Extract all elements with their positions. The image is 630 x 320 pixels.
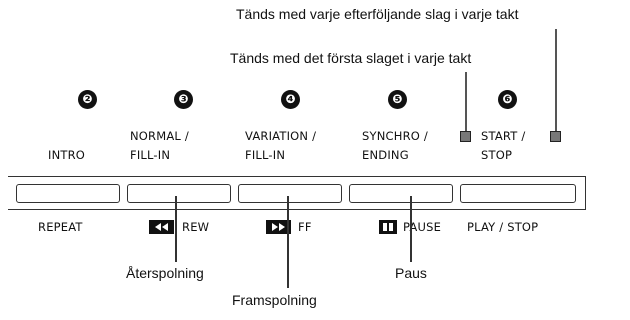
number-6-badge: ❻ <box>498 90 517 109</box>
number-3-badge: ❸ <box>174 90 193 109</box>
subsequent-beat-leader-line <box>555 29 557 131</box>
start-stop-play-button[interactable] <box>460 184 576 203</box>
fast-forward-icon <box>266 220 291 234</box>
pause-leader-line <box>410 196 412 262</box>
subsequent-beat-led <box>550 131 561 142</box>
rewind-leader-line <box>175 196 177 262</box>
first-beat-leader-line <box>465 72 467 131</box>
variation-fill-in-ff-button[interactable] <box>238 184 342 203</box>
variation-fill-in-label: VARIATION / FILL-IN <box>245 128 316 163</box>
synchro-label-line2: ENDING <box>362 148 409 162</box>
rew-label: REW <box>182 220 210 234</box>
pause-label: PAUSE <box>403 220 442 234</box>
normal-label-line1: NORMAL / <box>130 129 189 143</box>
button-strip-frame <box>8 176 586 210</box>
fast-forward-annotation: Framspolning <box>232 292 317 308</box>
ff-label: FF <box>298 220 312 234</box>
pause-icon <box>379 220 397 234</box>
normal-label-line2: FILL-IN <box>130 148 171 162</box>
play-stop-label: PLAY / STOP <box>467 220 539 234</box>
start-stop-label: START / STOP <box>481 128 525 163</box>
variation-label-line1: VARIATION / <box>245 129 317 143</box>
variation-label-line2: FILL-IN <box>245 148 286 162</box>
number-2-badge: ❷ <box>78 90 97 109</box>
start-label-line2: STOP <box>481 148 513 162</box>
synchro-ending-pause-button[interactable] <box>349 184 453 203</box>
normal-fill-in-label: NORMAL / FILL-IN <box>130 128 189 163</box>
first-beat-annotation: Tänds med det första slaget i varje takt <box>230 50 472 66</box>
subsequent-beats-annotation: Tänds med varje efterföljande slag i var… <box>236 6 519 22</box>
rewind-icon <box>149 220 174 234</box>
normal-fill-in-rew-button[interactable] <box>127 184 231 203</box>
intro-label: INTRO <box>48 148 86 162</box>
first-beat-led <box>460 131 471 142</box>
synchro-label-line1: SYNCHRO / <box>362 129 428 143</box>
pause-annotation: Paus <box>395 265 427 281</box>
number-4-badge: ❹ <box>281 90 300 109</box>
fast-forward-leader-line <box>287 196 289 288</box>
number-5-badge: ❺ <box>388 90 407 109</box>
rewind-annotation: Återspolning <box>126 265 204 281</box>
intro-repeat-button[interactable] <box>16 184 120 203</box>
start-label-line1: START / <box>481 129 526 143</box>
repeat-label: REPEAT <box>38 220 83 234</box>
synchro-ending-label: SYNCHRO / ENDING <box>362 128 428 163</box>
